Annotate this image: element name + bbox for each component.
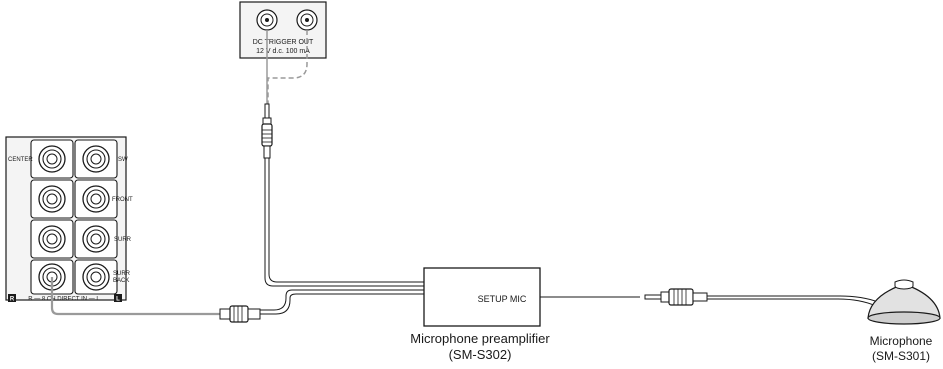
r-marker: R bbox=[10, 297, 15, 303]
jack-sw bbox=[82, 145, 110, 173]
r-marker-box bbox=[8, 294, 16, 302]
trigger-label-line1: DC TRIGGER OUT bbox=[253, 39, 314, 46]
label-surr-back-2: BACK bbox=[113, 278, 129, 284]
jack-surr-back-l bbox=[82, 263, 110, 291]
input-panel-bottom-label: R — 8 CH DIRECT IN — L bbox=[28, 297, 100, 303]
trigger-panel: DC TRIGGER OUT 12 V d.c. 100 mA bbox=[239, 1, 327, 59]
preamp-caption-line1: Microphone preamplifier bbox=[410, 331, 550, 346]
input-panel: CENTER SW FRONT SURR SURR BACK R R — 8 C… bbox=[5, 136, 133, 303]
mic-cable-inner bbox=[707, 298, 877, 307]
microphone-caption-line1: Microphone bbox=[870, 334, 933, 348]
jack-front-l bbox=[82, 185, 110, 213]
label-surr-back-1: SURR bbox=[113, 271, 131, 277]
jack-center bbox=[38, 145, 66, 173]
jack-surr-l bbox=[82, 225, 110, 253]
mic-cable-outer bbox=[707, 295, 879, 303]
microphone-caption-line2: (SM-S301) bbox=[872, 349, 930, 363]
trigger-label-line2: 12 V d.c. 100 mA bbox=[256, 48, 310, 55]
rca-cable-inner bbox=[260, 289, 424, 311]
trigger-jack-left bbox=[256, 9, 278, 31]
rca-plug bbox=[219, 305, 261, 323]
jack-surr-r bbox=[38, 225, 66, 253]
preamp-caption-line2: (SM-S302) bbox=[449, 347, 512, 362]
label-front: FRONT bbox=[112, 197, 133, 203]
preamp-frame bbox=[423, 267, 541, 327]
preamp-jack-label: SETUP MIC bbox=[478, 294, 527, 304]
preamp-box: SETUP MIC bbox=[423, 267, 541, 327]
trigger-mini-plug bbox=[261, 103, 273, 159]
label-center: CENTER bbox=[8, 157, 33, 163]
mic-mini-plug bbox=[644, 288, 708, 306]
trigger-cable-outer bbox=[264, 158, 424, 287]
jack-front-r bbox=[38, 185, 66, 213]
label-sw: SW bbox=[118, 157, 128, 163]
rca-cable-outer bbox=[260, 293, 424, 315]
trigger-cable-dashed bbox=[267, 30, 308, 105]
microphone-icon bbox=[867, 279, 941, 325]
trigger-cable-inner bbox=[268, 158, 424, 283]
label-surr: SURR bbox=[114, 237, 132, 243]
l-marker: L bbox=[116, 297, 120, 303]
l-marker-box bbox=[114, 294, 122, 302]
rca-cable-gray bbox=[50, 277, 220, 316]
trigger-jack-right bbox=[296, 9, 318, 31]
